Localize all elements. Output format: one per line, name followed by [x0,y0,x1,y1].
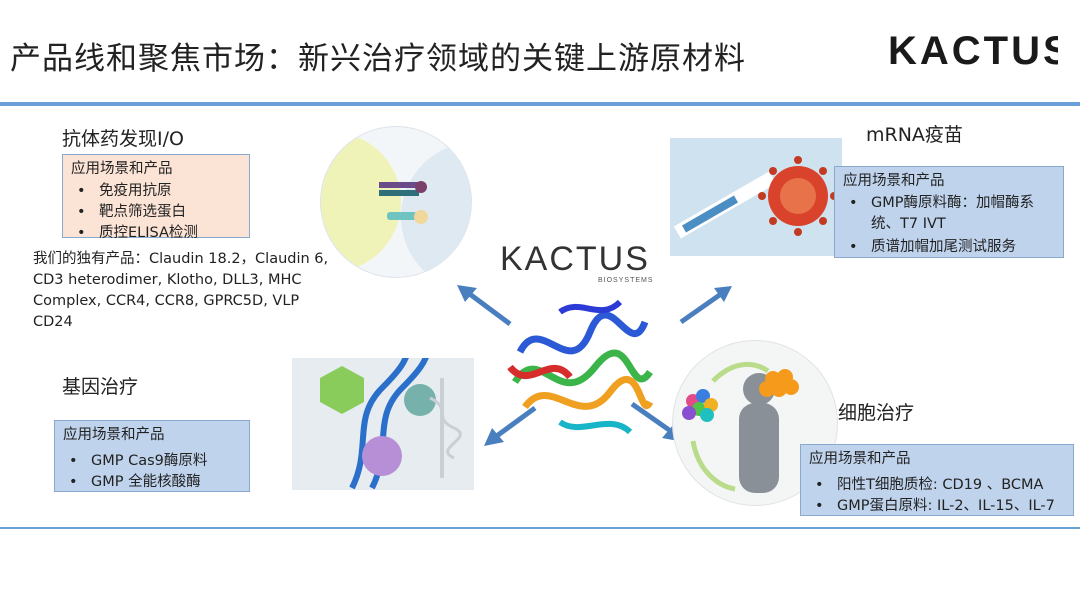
gene-box-heading: 应用场景和产品 [63,427,165,443]
antibody-item-list: 免疫用抗原 靶点筛选蛋白 质控ELISA检测 [71,181,241,244]
center-logo-subtext: BIOSYSTEMS [598,277,654,284]
antibody-illustration [320,126,472,278]
mrna-box-heading: 应用场景和产品 [843,173,945,189]
company-logo-text: KACTUS [888,29,1058,73]
header-divider [0,102,1080,106]
company-logo: KACTUS [888,26,1070,74]
gene-app-box: 应用场景和产品 GMP Cas9酶原料 GMP 全能核酸酶 [54,420,250,493]
cell-item-list: 阳性T细胞质检: CD19 、BCMA GMP蛋白原料: IL-2、IL-15、… [809,475,1065,517]
center-logo: KACTUS BIOSYSTEMS [498,238,658,286]
section-title-antibody: 抗体药发现I/O [62,128,184,150]
list-item: 质控ELISA检测 [71,223,241,244]
list-item: 靶点筛选蛋白 [71,202,241,223]
gene-item-list: GMP Cas9酶原料 GMP 全能核酸酶 [63,451,241,493]
antibody-exclusive-products: 我们的独有产品：Claudin 18.2，Claudin 6, CD3 hete… [33,251,329,330]
gene-therapy-graphic [292,358,474,490]
gene-therapy-image [292,358,474,490]
list-item: GMP 全能核酸酶 [63,472,241,493]
list-item: GMP Cas9酶原料 [63,451,241,472]
arrow-to-antibody-icon [457,285,512,327]
antibody-app-box: 应用场景和产品 免疫用抗原 靶点筛选蛋白 质控ELISA检测 [62,154,250,244]
center-logo-text: KACTUS [500,240,650,278]
section-title-cell: 细胞治疗 [838,402,915,424]
cell-box-heading: 应用场景和产品 [809,451,911,467]
arrow-to-mrna-icon [679,286,732,325]
mrna-item-list: GMP酶原料酶：加帽酶系统、T7 IVT 质谱加帽加尾测试服务 [843,193,1055,258]
list-item: GMP蛋白原料: IL-2、IL-15、IL-7 [809,496,1065,517]
antibody-box-heading: 应用场景和产品 [71,161,173,177]
arrow-to-gene-icon [484,405,537,446]
section-title-gene: 基因治疗 [62,376,139,398]
cell-app-box: 应用场景和产品 阳性T细胞质检: CD19 、BCMA GMP蛋白原料: IL-… [800,444,1074,517]
protein-structure-image [500,292,660,442]
section-title-mrna: mRNA疫苗 [866,124,963,146]
company-logo-graphic: KACTUS [888,29,1070,73]
mrna-vaccine-image [670,138,842,256]
center-logo-graphic: KACTUS BIOSYSTEMS [500,240,654,284]
mrna-app-box: 应用场景和产品 GMP酶原料酶：加帽酶系统、T7 IVT 质谱加帽加尾测试服务 [834,166,1064,258]
footer-divider [0,527,1080,529]
cell-therapy-graphic [682,361,799,493]
page-title: 产品线和聚焦市场：新兴治疗领域的关键上游原材料 [10,41,746,77]
antibody-illustration-graphic [321,132,471,277]
list-item: 免疫用抗原 [71,181,241,202]
list-item: 质谱加帽加尾测试服务 [843,237,1055,258]
mrna-vaccine-graphic [670,138,842,256]
protein-structure-graphic [507,299,654,435]
list-item: GMP酶原料酶：加帽酶系统、T7 IVT [843,193,1055,235]
list-item: 阳性T细胞质检: CD19 、BCMA [809,475,1065,496]
